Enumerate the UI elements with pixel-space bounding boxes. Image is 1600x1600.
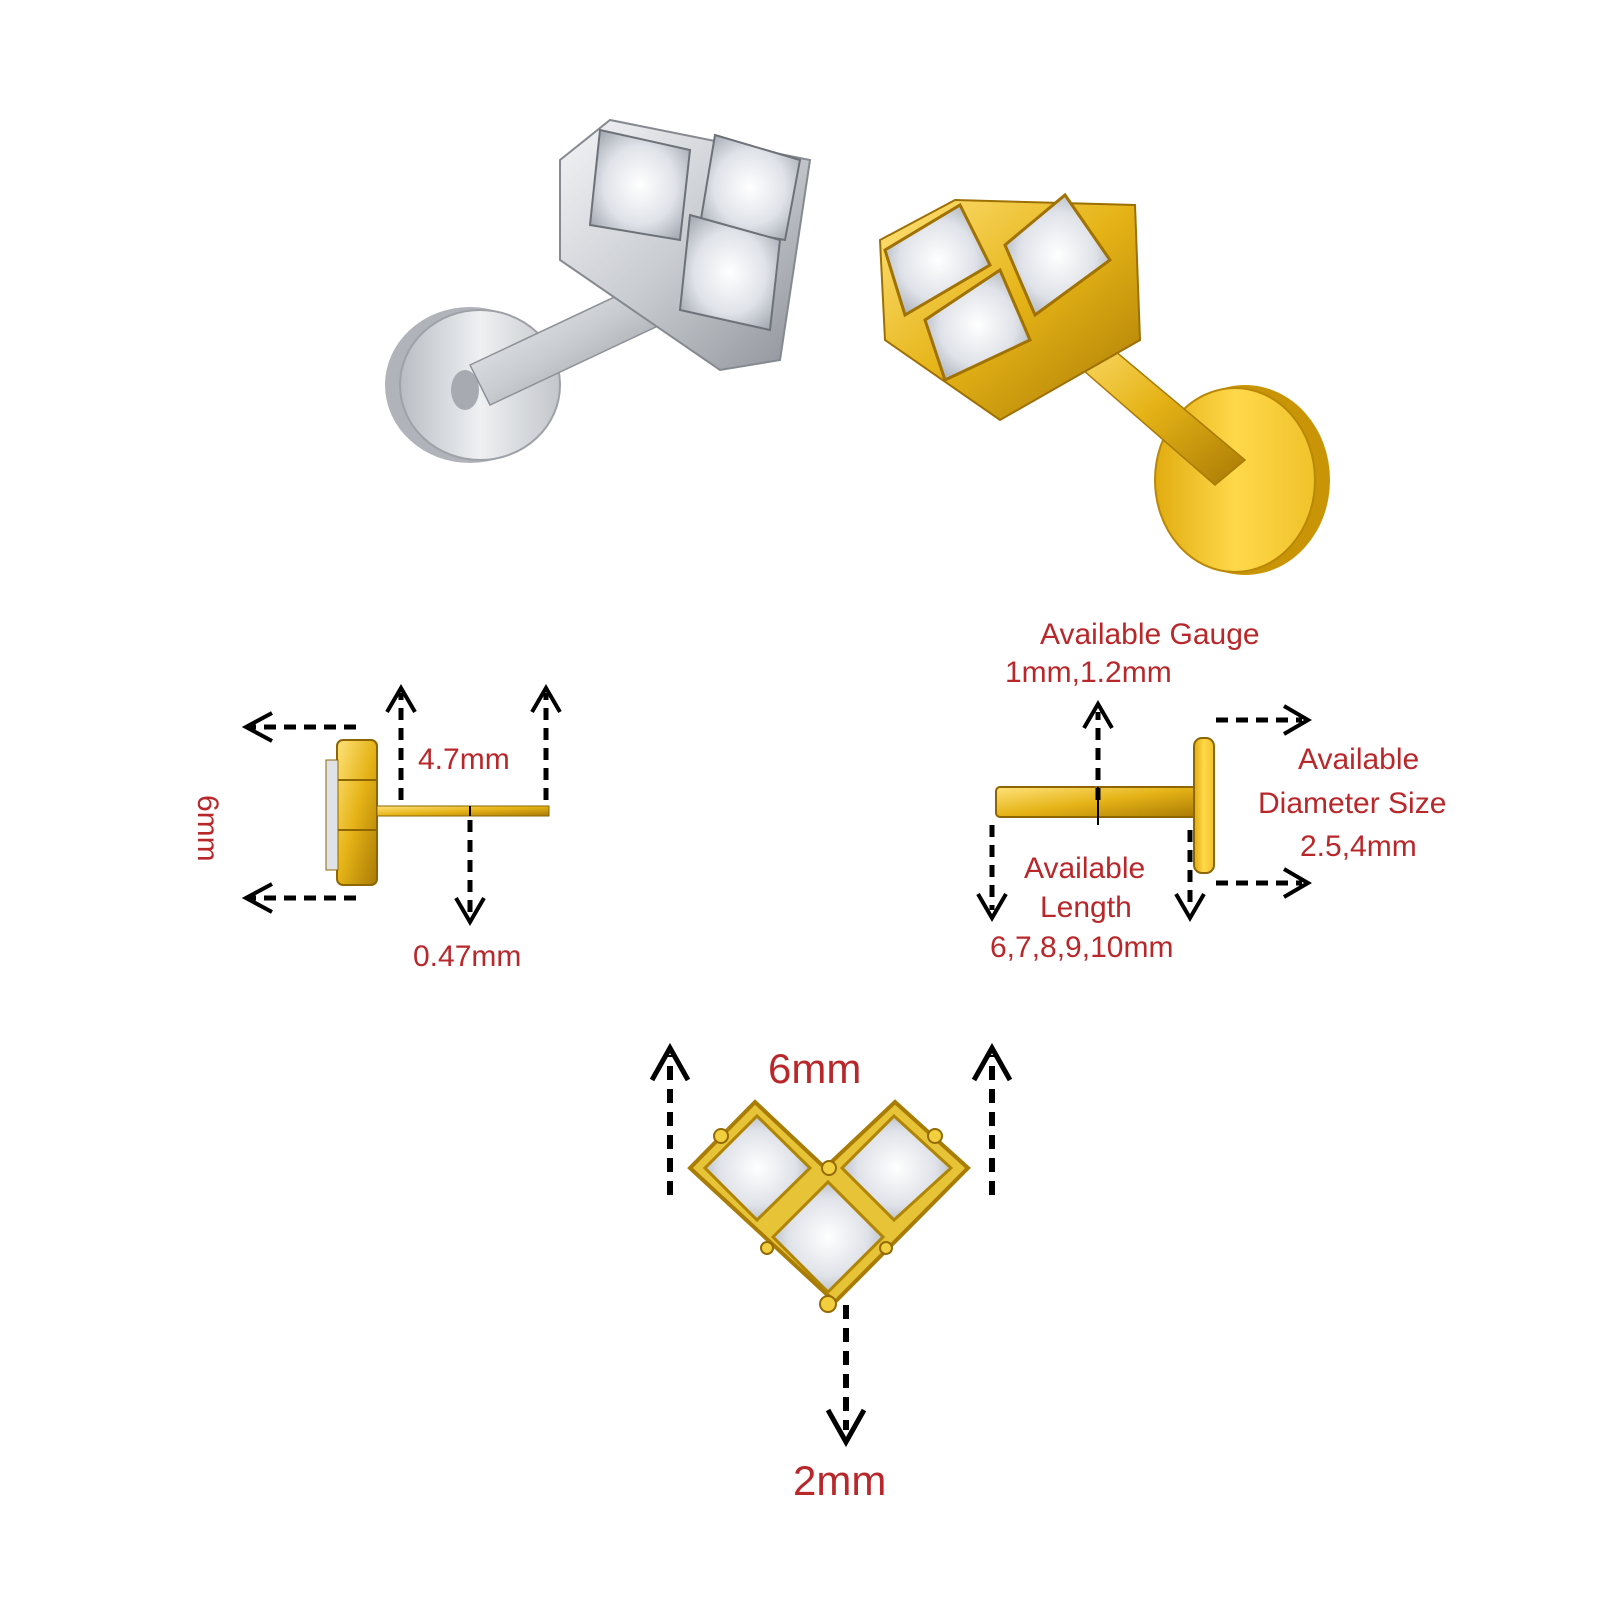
gold-labret-image <box>878 192 1330 575</box>
gauge-values-label: 1mm,1.2mm <box>1005 656 1172 689</box>
side-top-length-label: 4.7mm <box>418 743 510 776</box>
silver-labret-image <box>385 118 812 463</box>
side-height-label: 6mm <box>191 795 224 862</box>
post-view-drawing <box>995 737 1215 874</box>
diameter-line1-label: Available <box>1298 743 1420 776</box>
post-view-arrows <box>989 712 1302 910</box>
length-values-label: 6,7,8,9,10mm <box>990 931 1174 964</box>
side-view-arrows <box>250 693 549 916</box>
front-depth-label: 2mm <box>793 1457 887 1504</box>
diameter-line2-label: Diameter Size <box>1258 787 1447 820</box>
front-view-drawing <box>687 1099 971 1313</box>
side-view-arrowheads <box>241 684 562 926</box>
length-line2-label: Length <box>1040 891 1132 924</box>
front-view-arrows <box>667 1055 995 1430</box>
length-line1-label: Available <box>1024 852 1146 885</box>
front-view-arrowheads <box>649 1042 1013 1448</box>
post-view-arrowheads <box>976 700 1312 922</box>
side-bottom-label: 0.47mm <box>413 940 522 973</box>
gauge-title-label: Available Gauge <box>1040 618 1260 651</box>
diameter-values-label: 2.5,4mm <box>1300 830 1417 863</box>
front-width-label: 6mm <box>768 1045 862 1092</box>
side-view-drawing <box>325 739 550 886</box>
